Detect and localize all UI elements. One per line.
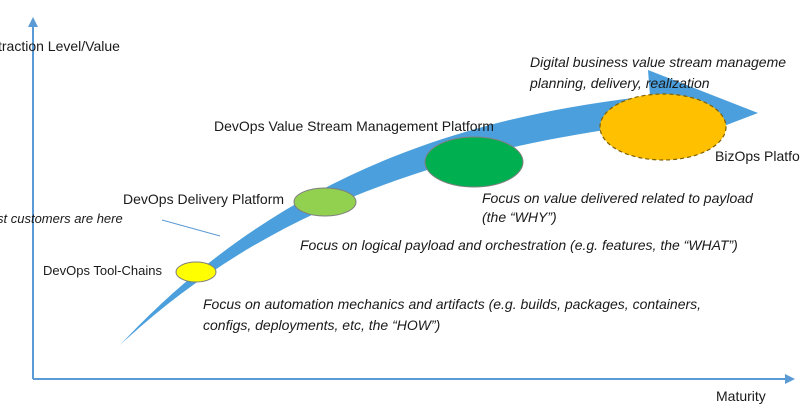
focus-payload: Focus on logical payload and orchestrati… <box>300 237 738 253</box>
focus-value-line1: Focus on value delivered related to payl… <box>482 190 753 206</box>
vsm-platform-label: DevOps Value Stream Management Platform <box>214 118 494 134</box>
x-axis-label: Maturity <box>716 388 766 404</box>
focus-automation-line2: configs, deployments, etc, the “HOW”) <box>203 317 441 333</box>
focus-digital-line2: planning, delivery, realization <box>530 75 710 91</box>
focus-digital-line1: Digital business value stream manageme <box>530 54 787 70</box>
bizops-platform-label: BizOps Platfo <box>715 148 800 164</box>
delivery-platform-marker <box>293 187 357 217</box>
vsm-platform-marker <box>424 136 524 188</box>
delivery-platform-label: DevOps Delivery Platform <box>123 191 285 207</box>
tool-chains-marker <box>175 261 217 283</box>
bizops-platform-marker <box>599 93 727 161</box>
focus-automation-line1: Focus on automation mechanics and artifa… <box>203 296 702 312</box>
tool-chains-label: DevOps Tool-Chains <box>43 263 162 278</box>
focus-value-line2: (the “WHY”) <box>482 209 557 225</box>
maturity-arrow <box>120 70 758 345</box>
y-axis-label: traction Level/Value <box>0 38 120 54</box>
note-pointer-line <box>161 219 221 237</box>
customers-note: st customers are here <box>0 211 123 226</box>
